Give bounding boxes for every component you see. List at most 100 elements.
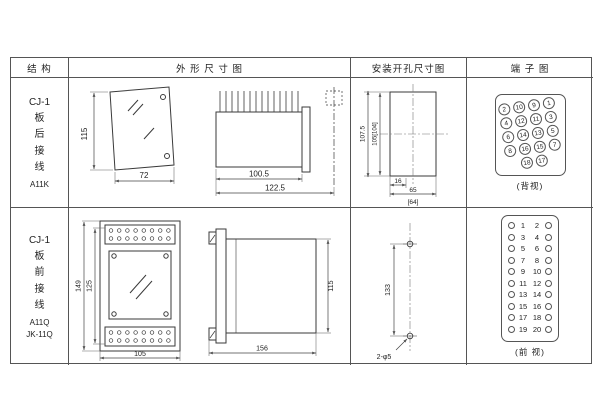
header-terminal: 端 子 图 [467,58,593,78]
rear-terminal-12: 12 [513,113,528,128]
front-view-caption: (前 视) [514,347,546,357]
rear-view-caption: (背视) [516,180,544,191]
header-mounting-label: 安装开孔尺寸图 [371,63,446,75]
rear-terminal-7: 7 [547,137,562,152]
front-terminal-hole-15 [508,302,515,310]
front-terminal-hole-12 [545,279,552,287]
type-code: A11Q [29,317,50,327]
dim-side-height: 115 [80,127,89,140]
header-structure-label: 结 构 [27,63,52,75]
rear-terminal-11: 11 [528,111,543,126]
front-terminal-hole-19 [508,325,515,333]
row1-structure-cell: CJ-1 板 后 接 线 A11K [11,78,69,208]
front-terminal-num-4: 4 [534,232,540,242]
wiring-char: 接 [34,283,45,295]
rear-terminal-4: 4 [498,115,513,130]
front-terminal-num-12: 12 [532,278,542,288]
wiring-type-label: 板 后 接 线 [35,111,45,177]
header-terminal-label: 端 子 图 [510,63,550,75]
front-terminal-num-10: 10 [532,267,542,276]
rear-terminal-3: 3 [543,109,558,124]
rear-terminal-15: 15 [532,139,547,154]
dim-hole-spacing: 133 [385,284,392,296]
rear-terminal-2: 2 [497,102,511,116]
front-terminal-hole-14 [545,291,552,298]
rear-terminal-1: 1 [541,95,556,110]
front-terminal-hole-6 [545,245,552,252]
rear-terminal-18: 18 [519,155,534,170]
row2-outline-drawing: 149 125 105 156 115 [75,220,335,361]
relay-front-view [215,86,342,187]
centerlines [380,83,448,184]
front-terminal-num-15: 15 [518,301,528,311]
dim-window-height: 125 [86,280,93,292]
wiring-char: 线 [34,162,45,173]
row1-outline-drawing: 115 72 100.5 122.5 [80,85,342,196]
wiring-char: 板 [34,250,45,262]
front-terminal-num-5: 5 [520,244,526,253]
type-code: A11K [30,179,49,189]
header-structure: 结 构 [11,58,69,78]
wiring-char: 线 [34,300,45,311]
front-terminal-num-7: 7 [520,255,526,265]
front-terminal-num-20: 20 [532,324,542,334]
rear-terminal-10: 10 [511,100,526,114]
front-terminal-num-2: 2 [534,221,540,230]
model-label: CJ-1 [28,234,51,246]
relay-side-profile [208,228,316,343]
rear-terminal-17: 17 [534,153,549,167]
row2-structure-cell: CJ-1 板 前 接 线 A11Q JK-11Q [11,208,69,365]
type-code-alt: JK-11Q [26,329,53,339]
rear-terminal-8: 8 [502,143,517,158]
row1-mounting-cell: 107.5 105[104] 16 65 [64] [351,78,467,208]
front-terminal-hole-11 [508,279,515,287]
spec-table: 结 构 外 形 尺 寸 图 安装开孔尺寸图 端 子 图 CJ-1 板 后 接 线… [10,57,593,365]
rear-terminal-16: 16 [517,141,532,156]
row1-mounting-drawing: 107.5 105[104] 16 65 [64] [360,83,448,206]
row2-outline-cell: 149 125 105 156 115 [69,208,351,365]
front-terminal-hole-17 [508,314,515,321]
dim-front-height: 149 [75,280,82,292]
front-terminal-hole-7 [508,256,515,264]
relay-front-face [99,220,180,351]
front-terminal-hole-4 [545,233,552,241]
dim-side-width: 72 [139,171,148,180]
dim-horizontal-small: 16 [394,178,402,185]
front-terminal-num-17: 17 [518,313,528,322]
front-terminal-num-11: 11 [519,278,527,288]
front-terminal-num-19: 19 [518,324,528,334]
front-terminal-num-3: 3 [520,232,526,242]
front-terminal-hole-8 [545,256,552,264]
row1-outline-cell: 115 72 100.5 122.5 [69,78,351,208]
dim-side-depth: 156 [256,345,268,352]
wiring-char: 后 [34,129,45,140]
dim-vertical-outer: 107.5 [360,125,367,142]
front-terminal-hole-3 [508,233,515,241]
wiring-type-label: 板 前 接 线 [35,249,45,315]
wiring-char: 前 [34,267,45,278]
dim-horizontal-case: 65 [409,187,417,194]
front-terminal-hole-18 [545,314,552,321]
wiring-char: 接 [34,145,45,157]
header-outline: 外 形 尺 寸 图 [69,58,351,78]
front-terminal-num-16: 16 [532,301,542,311]
row2-mounting-cell: 133 2-φ5 [351,208,467,365]
front-terminal-hole-16 [545,302,552,310]
front-terminal-num-9: 9 [520,267,526,276]
rear-terminal-5: 5 [545,123,560,138]
wiring-char: 板 [34,112,45,124]
rear-terminal-9: 9 [526,97,541,112]
dimension-lines [89,91,334,196]
rear-terminal-6: 6 [500,129,515,144]
front-terminal-hole-13 [508,291,515,298]
front-terminal-hole-2 [545,222,552,229]
front-terminal-hole-10 [545,268,552,275]
header-mounting: 安装开孔尺寸图 [351,58,467,78]
front-terminal-num-13: 13 [518,290,528,299]
dim-horizontal-alt: [64] [408,199,419,206]
dim-side-height: 115 [328,280,335,291]
